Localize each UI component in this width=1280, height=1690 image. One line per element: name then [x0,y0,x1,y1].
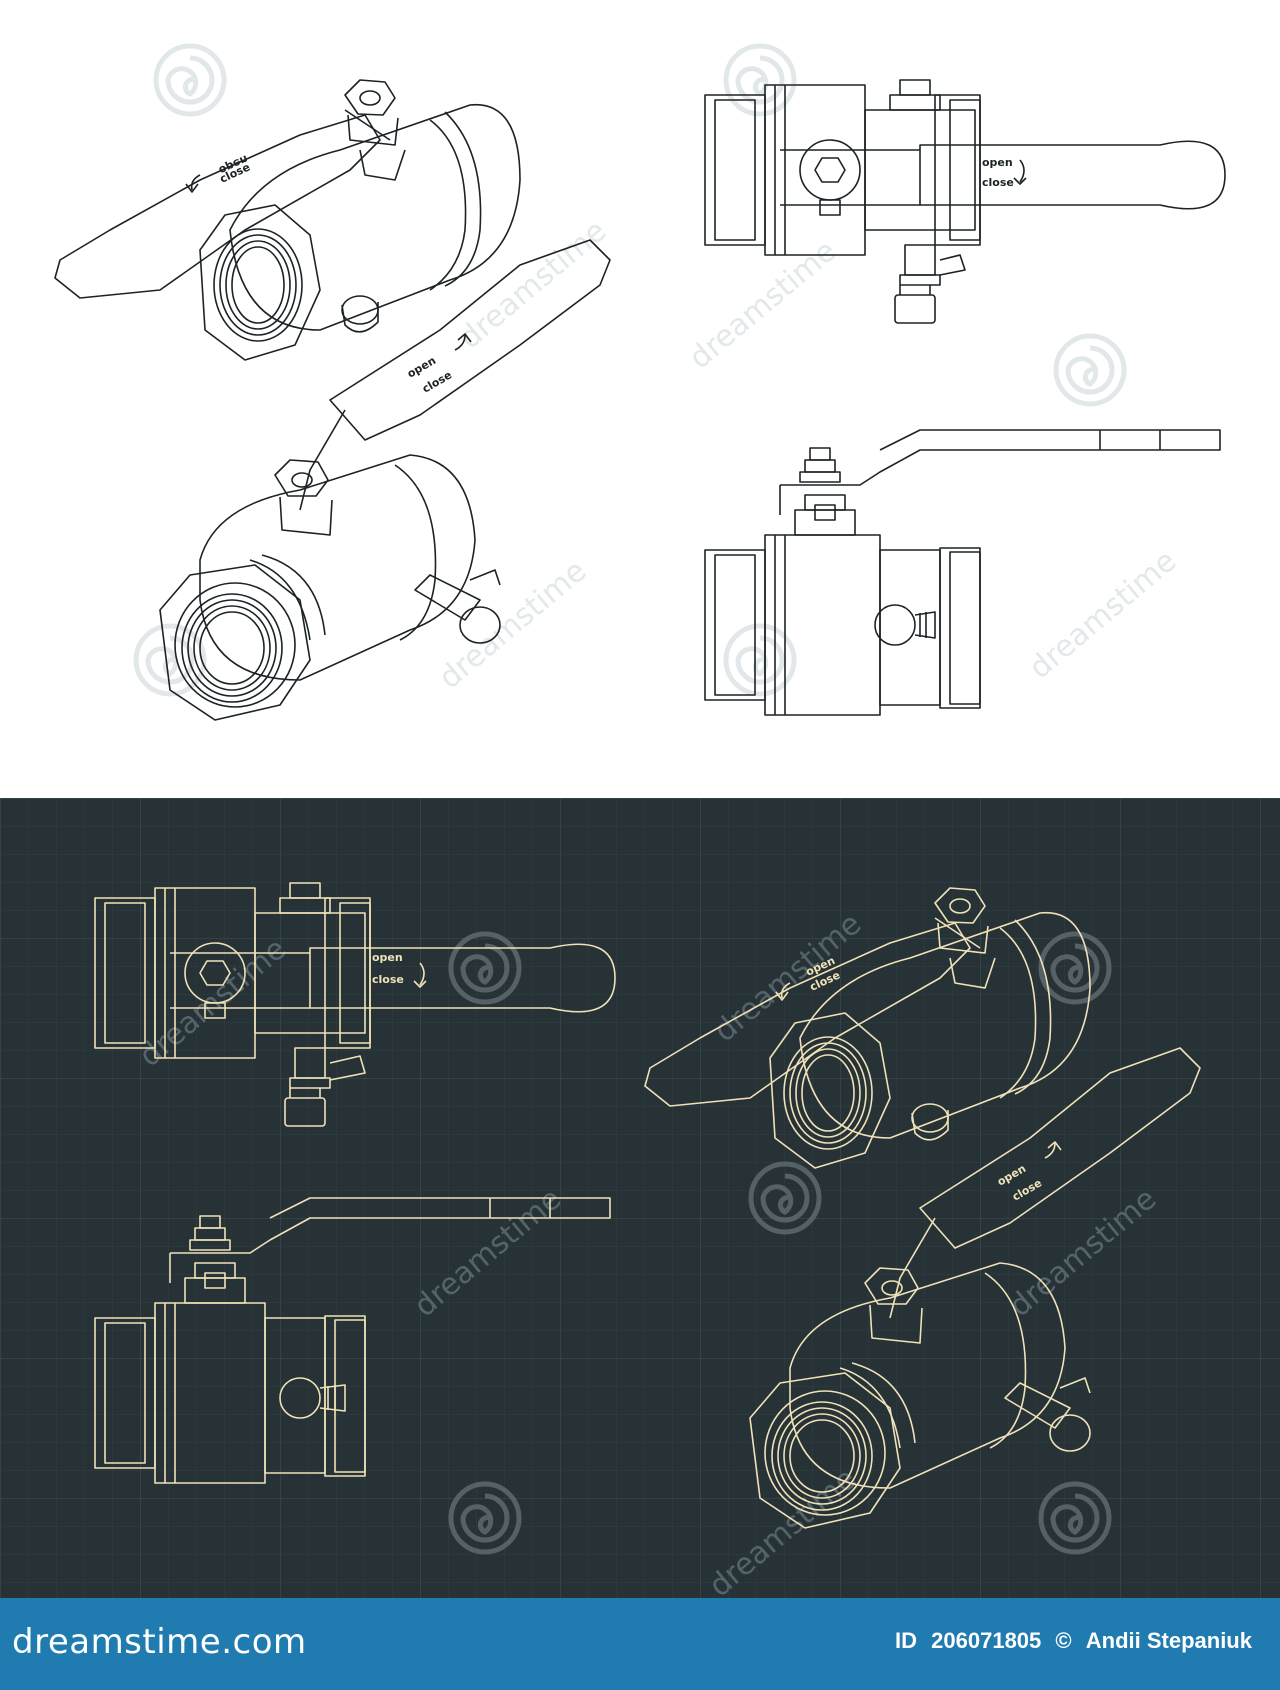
blueprint-isometric-valve-drawing [644,887,1091,1169]
close-label: close [982,176,1014,189]
blueprint-grid [0,798,1280,1598]
blueprint-isometric-valve-with-drain-drawing [749,1047,1201,1529]
stock-footer-bar: dreamstime.com ID 206071805 © Andii Step… [0,1598,1280,1690]
open-label: open [982,156,1013,169]
open-label: open [372,951,403,964]
watermark-text: dreamstime [1023,543,1184,686]
author-name: Andii Stepaniuk [1085,1628,1252,1653]
side-view-valve-drawing [704,429,1221,716]
dreamstime-logo: dreamstime.com [12,1622,307,1662]
isometric-valve-with-drain-drawing [159,239,611,721]
id-label: ID [895,1628,918,1653]
copyright-symbol: © [1055,1628,1072,1653]
close-label: close [372,973,404,986]
blueprint-top-view-valve-drawing [94,882,616,1127]
isometric-valve-drawing [54,79,521,361]
blueprint-drawings-panel: dreamstime dreamstime dreamstime dreamst… [0,798,1280,1598]
light-drawings-panel: dreamstime dreamstime dreamstime dreamst… [0,0,1280,798]
top-view-valve-drawing [704,79,1226,324]
watermark-text: dreamstime [433,553,594,696]
blueprint-drawings-svg: dreamstime dreamstime dreamstime dreamst… [0,798,1280,1598]
image-id: 206071805 [931,1628,1042,1653]
light-drawings-svg: dreamstime dreamstime dreamstime dreamst… [54,0,1226,721]
image-credit: ID 206071805 © Andii Stepaniuk [895,1628,1252,1654]
blueprint-side-view-valve-drawing [94,1197,611,1484]
